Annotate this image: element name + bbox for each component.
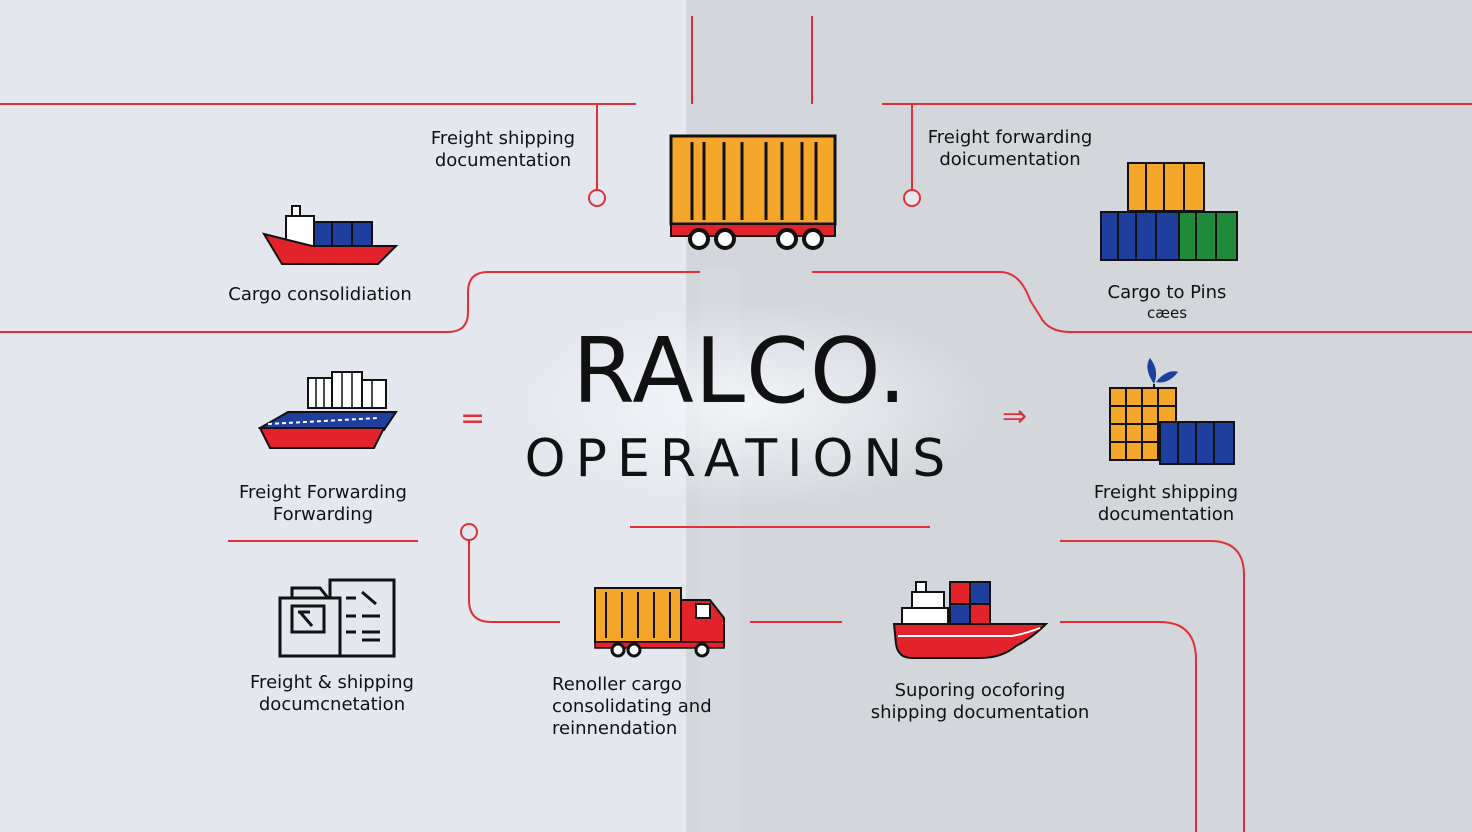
connector-mid-right (812, 271, 1472, 333)
node-label-freight-forwarding: Freight Forwarding Forwarding (239, 482, 407, 525)
connector-mid-left (0, 271, 700, 333)
containers-plant-icon (1109, 358, 1235, 465)
document-icon (278, 578, 396, 658)
train-container-icon (669, 134, 837, 250)
connector-right-short (1060, 621, 1197, 832)
node-label-tl-doc: Freight shipping documentation (430, 128, 576, 171)
small-ship-icon (262, 205, 399, 265)
connector-node-bl (460, 523, 478, 541)
node-label-cargo-to-pins: Cargo to Pins cæes (1107, 282, 1227, 322)
page-subtitle: OPERATIONS (524, 429, 956, 489)
node-label-renoller: Renoller cargo consolidating and reinnen… (552, 674, 712, 739)
decor-arrow: ⇒ (1002, 399, 1028, 434)
stacked-containers-icon (1100, 162, 1238, 261)
node-label-cargo-consolidation: Cargo consolidiation (228, 284, 412, 305)
cargo-ship-icon (258, 371, 398, 449)
connector-bottom-left (468, 540, 560, 623)
connector-right-tall (1060, 540, 1245, 832)
truck-icon (594, 587, 725, 658)
node-label-suporing: Suporing ocoforing shipping documentatio… (870, 680, 1090, 723)
connector-node-tl (588, 189, 606, 207)
node-label-tr-doc: Freight forwarding doicumentation (927, 127, 1093, 170)
title-glow (510, 300, 990, 510)
page-title: RALCO. (572, 319, 908, 424)
node-label-freight-shipping-right: Freight shipping documentation (1093, 482, 1239, 525)
connector-node-tr (903, 189, 921, 207)
node-label-freight-shipping-doc: Freight & shipping documcnetation (250, 672, 414, 715)
decor-equals: = (460, 401, 486, 436)
tugboat-icon (892, 581, 1049, 659)
